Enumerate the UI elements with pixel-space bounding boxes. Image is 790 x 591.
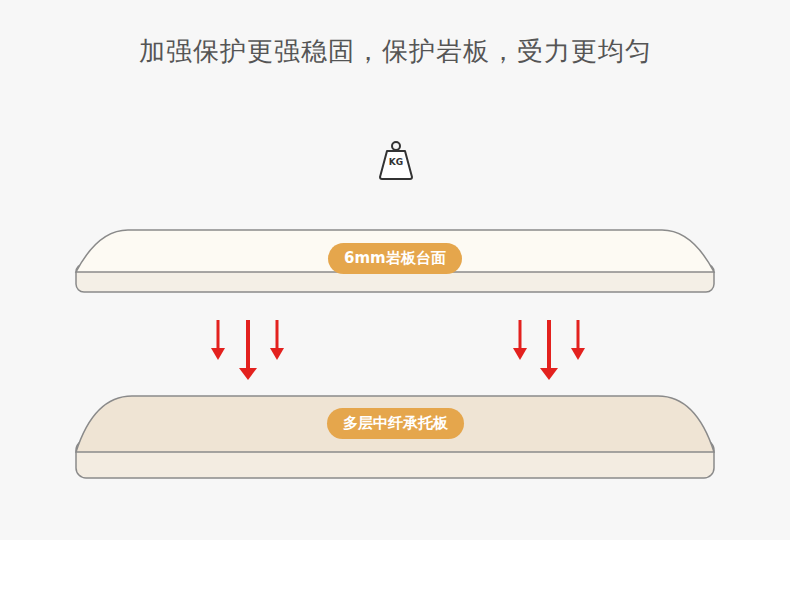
label-pill: 6mm岩板台面 (328, 243, 462, 274)
part-label: 多层中纤承托板 (343, 414, 448, 432)
weight-label: KG (377, 157, 415, 167)
stone-slab (76, 230, 714, 292)
force-arrows (211, 320, 585, 380)
label-pill: 多层中纤承托板 (327, 408, 464, 439)
bottom-band (0, 540, 790, 591)
support-board (76, 396, 714, 478)
weight-icon: KG (377, 140, 415, 180)
title: 加强保护更强稳固，保护岩板，受力更均匀 (0, 34, 790, 69)
part-label: 6mm岩板台面 (344, 249, 446, 267)
